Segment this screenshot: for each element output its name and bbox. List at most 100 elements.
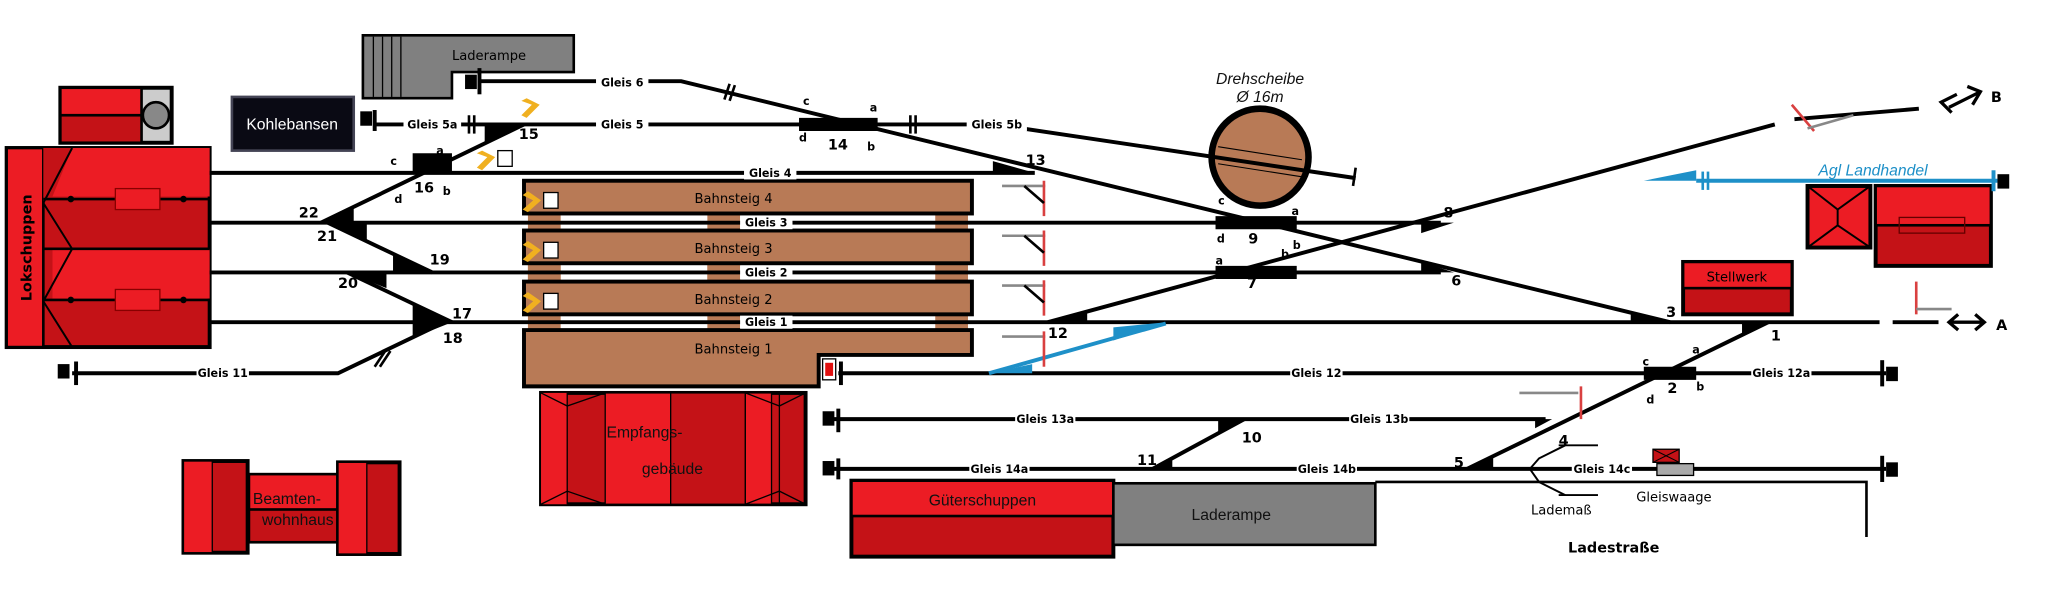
leg-a: a [1216, 255, 1224, 268]
leg-b: b [1696, 380, 1704, 393]
platforms: Bahnsteig 4 Bahnsteig 3 Bahnsteig 2 Bahn… [522, 178, 974, 389]
semaphore-signal-icon [1002, 280, 1046, 316]
ladestrasse-label: Ladestraße [1568, 541, 1660, 557]
leg-d: d [1217, 232, 1225, 245]
label-gleis-14a: Gleis 14a [971, 463, 1029, 476]
tracks [57, 68, 2010, 537]
lokschuppen-label: Lokschuppen [20, 194, 36, 301]
leg-c: c [1218, 194, 1225, 207]
entry-signal-a-icon [1914, 281, 1952, 315]
bahnsteig-3: Bahnsteig 3 [695, 242, 773, 257]
label-gleis-14b: Gleis 14b [1298, 463, 1356, 476]
leg-a: a [1692, 344, 1700, 357]
bahnsteig-1: Bahnsteig 1 [695, 343, 773, 358]
label-gleis-3: Gleis 3 [745, 217, 788, 230]
label-gleis-5a: Gleis 5a [407, 118, 457, 131]
beamtenwohnhaus: Beamten- wohnhaus [181, 459, 402, 556]
lokschuppen: Lokschuppen [4, 146, 212, 350]
switch-10: 10 [1242, 431, 1262, 447]
label-gleis-12a: Gleis 12a [1752, 367, 1810, 380]
switch-7: 7 [1247, 276, 1257, 292]
label-gleis-14c: Gleis 14c [1573, 463, 1630, 476]
drehscheibe: Drehscheibe Ø 16m [1208, 71, 1312, 209]
label-gleis-11: Gleis 11 [198, 367, 248, 380]
switch-12: 12 [1048, 326, 1068, 342]
laderampe-top-label: Laderampe [452, 49, 526, 64]
lademass-label: Lademaß [1531, 504, 1592, 519]
laderampe-top: Laderampe [361, 34, 576, 100]
gleiswaage-label: Gleiswaage [1636, 491, 1711, 506]
switch-8: 8 [1443, 205, 1453, 221]
label-gleis-4: Gleis 4 [749, 167, 792, 180]
switch-20: 20 [338, 276, 358, 292]
leg-b: b [1281, 248, 1289, 261]
switch-16: 16 [414, 181, 434, 197]
stellwerk-label: Stellwerk [1707, 271, 1768, 286]
label-gleis-6: Gleis 6 [601, 76, 644, 89]
switch-9: 9 [1248, 232, 1258, 248]
switch-18: 18 [443, 331, 463, 347]
beamtenwohnhaus-label-2: wohnhaus [261, 512, 334, 529]
label-gleis-13a: Gleis 13a [1016, 413, 1074, 426]
sand-house [58, 85, 174, 145]
leg-b: b [1293, 239, 1301, 252]
entry-signal-b-icon [1790, 103, 1854, 132]
switch-4: 4 [1559, 433, 1569, 449]
landhandel-buildings [1805, 184, 1993, 268]
gueterschuppen: Güterschuppen [849, 478, 1116, 559]
stop-board-icon [497, 149, 559, 310]
drehscheibe-label: Drehscheibe [1216, 71, 1304, 88]
switch-21: 21 [317, 229, 337, 245]
shunting-signal-icon [476, 98, 542, 314]
switch-13: 13 [1026, 153, 1046, 169]
kohlebansen: Kohlebansen [230, 95, 356, 152]
gueterschuppen-label: Güterschuppen [929, 493, 1036, 510]
signals [476, 98, 1952, 420]
switch-2: 2 [1667, 381, 1677, 397]
leg-c: c [803, 95, 810, 108]
switch-22: 22 [299, 205, 319, 221]
semaphore-signal-icon [1002, 180, 1046, 217]
leg-c: c [390, 155, 397, 168]
stellwerk: Stellwerk [1681, 259, 1794, 317]
destination-a: A [1996, 318, 2008, 334]
beamtenwohnhaus-label-1: Beamten- [253, 491, 321, 508]
switch-5: 5 [1454, 456, 1464, 472]
label-gleis-2: Gleis 2 [745, 266, 788, 279]
empfangsgebaeude: Empfangs- gebäude [539, 390, 808, 507]
label-gleis-12: Gleis 12 [1291, 367, 1341, 380]
bahnsteig-2: Bahnsteig 2 [695, 293, 773, 308]
leg-d: d [394, 193, 402, 206]
switch-3: 3 [1666, 305, 1676, 321]
switch-6: 6 [1451, 274, 1461, 290]
leg-a: a [436, 145, 444, 158]
drehscheibe-size: Ø 16m [1235, 89, 1283, 106]
leg-b: b [867, 141, 875, 154]
switch-15: 15 [519, 127, 539, 143]
semaphore-signal-icon [1519, 386, 1583, 420]
leg-d: d [1646, 393, 1654, 406]
track-labels: Gleis 6 Gleis 5a Gleis 5 Gleis 5b Gleis … [196, 75, 2008, 557]
label-gleis-5: Gleis 5 [601, 118, 644, 131]
empfangsgebaeude-label-1: Empfangs- [607, 424, 683, 441]
leg-d: d [799, 131, 807, 144]
switch-17: 17 [452, 306, 472, 322]
laderampe-bottom: Laderampe [1112, 481, 1377, 547]
label-gleis-13b: Gleis 13b [1350, 413, 1408, 426]
switch-1: 1 [1771, 329, 1781, 345]
label-gleis-5b: Gleis 5b [972, 118, 1023, 131]
label-gleis-1: Gleis 1 [745, 316, 788, 329]
kohlebansen-label: Kohlebansen [246, 117, 338, 134]
leg-a: a [1291, 205, 1299, 218]
bahnsteig-4: Bahnsteig 4 [695, 192, 773, 207]
leg-a: a [870, 101, 878, 114]
switch-19: 19 [430, 253, 450, 269]
switch-14: 14 [828, 137, 848, 153]
empfangsgebaeude-label-2: gebäude [642, 461, 703, 478]
laderampe-bottom-label: Laderampe [1192, 507, 1272, 524]
switch-leg-letters: c a d b c a d b c a d b a b c a d b [390, 95, 1704, 407]
switch-numbers: 1 2 3 4 5 6 7 8 9 10 11 12 13 14 15 16 1… [299, 127, 1781, 472]
label-agl-landhandel: Agl Landhandel [1817, 163, 1928, 180]
switch-11: 11 [1137, 453, 1157, 469]
